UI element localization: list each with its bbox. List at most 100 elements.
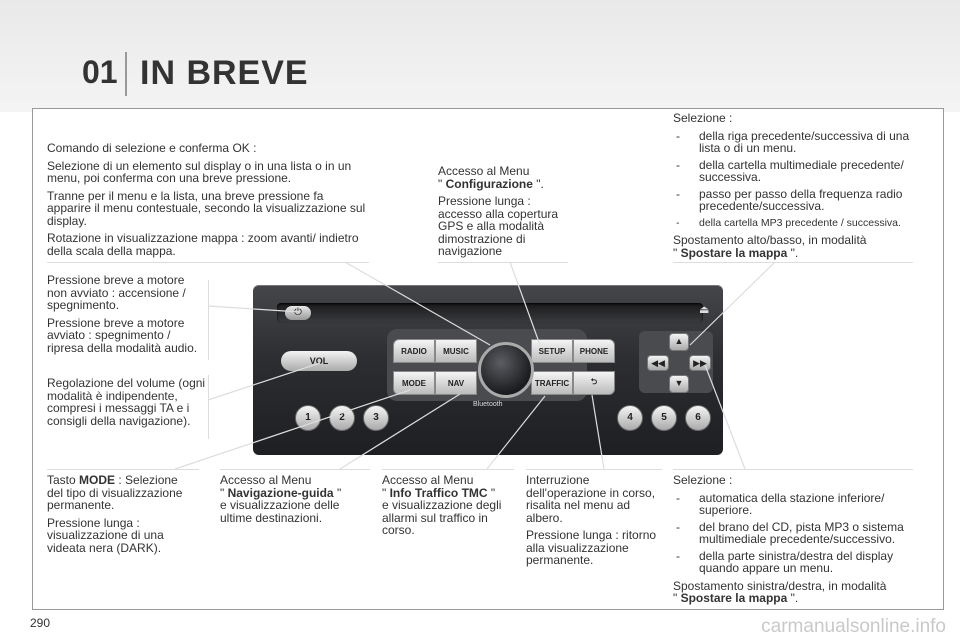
volume-rocker[interactable]: VOL [281,351,357,371]
radio-front-panel: ⏻ ⏏ VOL 1 2 3 4 5 6 RADIO MUSIC SETUP PH… [253,285,723,455]
volume-rule [208,375,209,439]
mode-key: MODE [79,473,116,487]
back-button[interactable]: ⮌ [573,371,615,395]
callout-traffic: Accesso al Menu " Info Traffico TMC " e … [382,474,516,542]
sel-low-list: automatica della stazione inferiore/ sup… [673,491,925,575]
power-button[interactable]: ⏻ [285,306,311,320]
config-rule [438,262,568,263]
sel-up-quote-close: ". [787,245,799,260]
callout-config: Accesso al Menu " Configurazione ". Pres… [438,165,570,263]
sel-low-move-name: Spostare la mappa [680,591,788,605]
chapter-number: 01 [82,54,118,90]
preset-button-3[interactable]: 3 [363,405,389,431]
dpad-left-button[interactable]: ◀◀ [647,355,669,371]
mode-post: : Selezione del tipo di visualizzazione … [47,473,183,512]
mode-rule [47,469,199,470]
ok-p2: Tranne per il menu e la lista, una breve… [47,188,366,228]
preset-button-1[interactable]: 1 [295,405,321,431]
power-p1: Pressione breve a motore non avviato : a… [47,273,186,312]
page-title: IN BREVE [140,54,309,92]
bluetooth-label: Bluetooth [473,401,503,408]
sel-up-item: della cartella MP3 precedente / successi… [673,217,925,230]
watermark: carmanualsonline.info [761,616,946,637]
traffic-l1: Accesso al Menu [382,473,474,487]
sel-up-quote-open: " [673,245,681,260]
config-l1: Accesso al Menu [438,164,530,178]
sel-low-item: del brano del CD, pista MP3 o sistema mu… [673,520,925,546]
config-line: Accesso al Menu " Configurazione ". [438,165,570,190]
power-p2: Pressione breve a motore avviato : spegn… [47,315,198,355]
phone-button[interactable]: PHONE [573,339,615,363]
config-quote-open: " [438,176,446,191]
traffic-button[interactable]: TRAFFIC [531,371,573,395]
nav-line: Accesso al Menu " Navigazione-guida " e … [220,474,372,524]
sel-low-item: della parte sinistra/destra del display … [673,549,925,575]
preset-button-5[interactable]: 5 [651,405,677,431]
dpad-up-button[interactable]: ▲ [669,333,689,351]
mode-p2: Pressione lunga : visualizzazione di una… [47,515,164,555]
callout-back: Interruzione dell'operazione in corso, r… [526,474,664,572]
power-rule [208,280,209,360]
callout-ok-control: Comando di selezione e conferma OK : Sel… [47,142,369,262]
cd-slot [277,303,703,323]
dpad-down-button[interactable]: ▼ [669,375,689,393]
callout-power: Pressione breve a motore non avviato : a… [47,274,207,359]
mode-pre: Tasto [47,473,80,487]
sel-up-rule [673,262,913,263]
sel-up-move-name: Spostare la mappa [680,245,788,260]
nav-l1: Accesso al Menu [220,473,312,487]
preset-button-4[interactable]: 4 [617,405,643,431]
radio-button[interactable]: RADIO [393,339,435,363]
back-p2: Pressione lunga : ritorno alla visualizz… [526,528,657,567]
music-button[interactable]: MUSIC [435,339,477,363]
ok-rule [47,262,369,263]
page-number: 290 [30,616,51,630]
callout-mode: Tasto MODE : Selezione del tipo di visua… [47,474,197,559]
setup-button[interactable]: SETUP [531,339,573,363]
sel-up-item: passo per passo della frequenza radio pr… [673,187,925,213]
sel-low-move: Spostamento sinistra/destra, in modalità… [673,578,925,605]
sel-up-move-l1: Spostamento alto/basso, in modalità [673,233,867,247]
callout-selection-updown: Selezione : della riga precedente/succes… [673,112,925,264]
traffic-name: Info Traffico TMC [389,485,488,500]
sel-low-quote-open: " [673,591,681,605]
callout-nav: Accesso al Menu " Navigazione-guida " e … [220,474,372,529]
sel-up-item: della cartella multimediale precedente/ … [673,158,925,184]
traffic-quote-close: " [487,485,496,500]
nav-rule [220,469,370,470]
traffic-rule [382,469,514,470]
preset-button-6[interactable]: 6 [685,405,711,431]
sel-up-move: Spostamento alto/basso, in modalità " Sp… [673,234,925,259]
callout-volume: Regolazione del volume (ogni modalità è … [47,377,207,432]
back-rule [526,469,662,470]
mode-button[interactable]: MODE [393,371,435,395]
traffic-line: Accesso al Menu " Info Traffico TMC " e … [382,474,516,537]
config-quote-close: ". [532,176,544,191]
callout-selection-leftright: Selezione : automatica della stazione in… [673,474,925,610]
ok-selection-knob[interactable] [478,342,534,398]
preset-button-2[interactable]: 2 [329,405,355,431]
sel-low-move-l1: Spostamento sinistra/destra, in modalità [673,578,887,593]
nav-button[interactable]: NAV [435,371,477,395]
traffic-post: e visualizzazione degli allarmi sul traf… [382,498,502,537]
sel-up-list: della riga precedente/successiva di una … [673,129,925,230]
sel-low-item: automatica della stazione inferiore/ sup… [673,491,925,517]
ok-title: Comando di selezione e conferma OK : [47,141,257,155]
ok-p3: Rotazione in visualizzazione mappa : zoo… [47,231,359,258]
dpad-right-button[interactable]: ▶▶ [689,355,711,371]
nav-name: Navigazione-guida [227,485,334,500]
ok-p1: Selezione di un elemento sul display o i… [47,158,352,185]
sel-low-title: Selezione : [673,473,733,487]
traffic-quote-open: " [382,485,390,500]
mode-p1: Tasto MODE : Selezione del tipo di visua… [47,474,197,512]
nav-post: e visualizzazione delle ultime destinazi… [220,498,340,525]
eject-button[interactable]: ⏏ [699,304,710,316]
header-band [0,0,960,112]
nav-quote-open: " [220,485,228,500]
sel-low-quote-close: ". [787,591,799,605]
nav-quote-close: " [333,485,342,500]
sel-up-title: Selezione : [673,111,733,125]
config-name: Configurazione [445,176,533,191]
volume-p1: Regolazione del volume (ogni modalità è … [47,376,206,428]
config-p2: Pressione lunga : accesso alla copertura… [438,194,559,258]
